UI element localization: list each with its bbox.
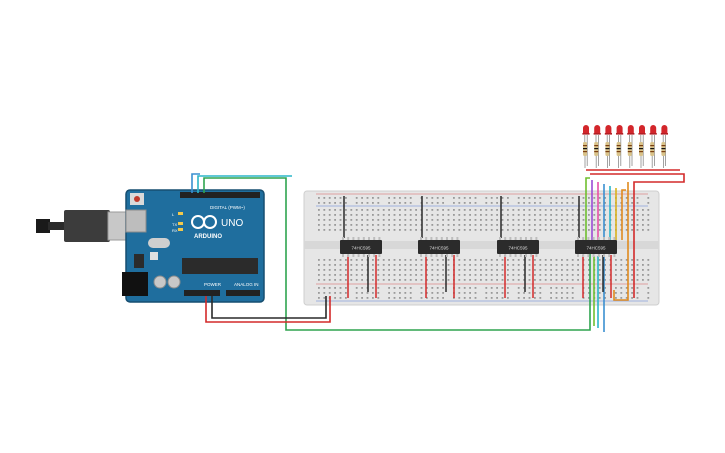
- led[interactable]: [649, 125, 657, 166]
- wire-blue-latch: [191, 173, 200, 193]
- resistor[interactable]: [594, 142, 599, 168]
- shift-register-chip[interactable]: 74HC595: [575, 237, 617, 257]
- led-array: [582, 125, 668, 168]
- usb-cable: [36, 210, 133, 242]
- digital-header[interactable]: [180, 192, 260, 198]
- led[interactable]: [604, 125, 612, 166]
- wire-red-led-bus: [590, 173, 685, 298]
- wire-red-5v: [205, 296, 331, 323]
- shift-register-chip[interactable]: 74HC595: [497, 237, 539, 257]
- resistor[interactable]: [583, 142, 587, 168]
- arduino-brand-label: ARDUINO: [194, 234, 222, 240]
- analog-header[interactable]: [226, 290, 260, 296]
- led[interactable]: [593, 125, 601, 166]
- led[interactable]: [627, 125, 635, 166]
- wire-led-1: [585, 177, 590, 240]
- wire-cyan-clock: [197, 175, 292, 193]
- wire-led-7: [621, 189, 626, 240]
- breadboard[interactable]: [303, 190, 660, 306]
- resistor[interactable]: [639, 142, 643, 168]
- power-header[interactable]: [184, 290, 220, 296]
- l-led-label: L: [172, 212, 175, 217]
- wire-orange-down: [613, 182, 629, 301]
- chip-label: 74HC595: [429, 246, 449, 251]
- shift-register-chip[interactable]: 74HC595: [340, 237, 382, 257]
- arduino-uno-board[interactable]: ARDUINO UNO DIGITAL (PWM~) POWER ANALOG …: [122, 189, 265, 303]
- resistor[interactable]: [661, 142, 666, 168]
- breadboard-holes: [316, 193, 650, 302]
- shift-register-chips: 74HC595 74HC595 74HC595 74HC595: [340, 237, 617, 257]
- resistor[interactable]: [627, 142, 632, 168]
- arduino-logo-icon: [191, 215, 217, 229]
- power-header-label: POWER: [204, 282, 222, 287]
- resistor[interactable]: [616, 142, 621, 168]
- wire-black-gnd: [211, 296, 327, 319]
- digital-header-label: DIGITAL (PWM~): [210, 205, 245, 210]
- wire-green-data: [203, 177, 591, 331]
- chip-label: 74HC595: [351, 246, 371, 251]
- rx-label: RX: [172, 228, 178, 233]
- chip-label: 74HC595: [586, 246, 606, 251]
- atmega-chip: [182, 258, 258, 274]
- wires: [191, 169, 685, 332]
- resistor[interactable]: [650, 142, 655, 168]
- tx-label: TX: [172, 222, 177, 227]
- arduino-model-label: UNO: [221, 218, 243, 229]
- led[interactable]: [660, 125, 668, 166]
- led[interactable]: [638, 125, 646, 166]
- shift-register-chip[interactable]: 74HC595: [418, 237, 460, 257]
- resistor[interactable]: [605, 142, 610, 168]
- led[interactable]: [616, 125, 624, 166]
- led[interactable]: [582, 125, 590, 166]
- chip-label: 74HC595: [508, 246, 528, 251]
- analog-header-label: ANALOG IN: [234, 282, 259, 287]
